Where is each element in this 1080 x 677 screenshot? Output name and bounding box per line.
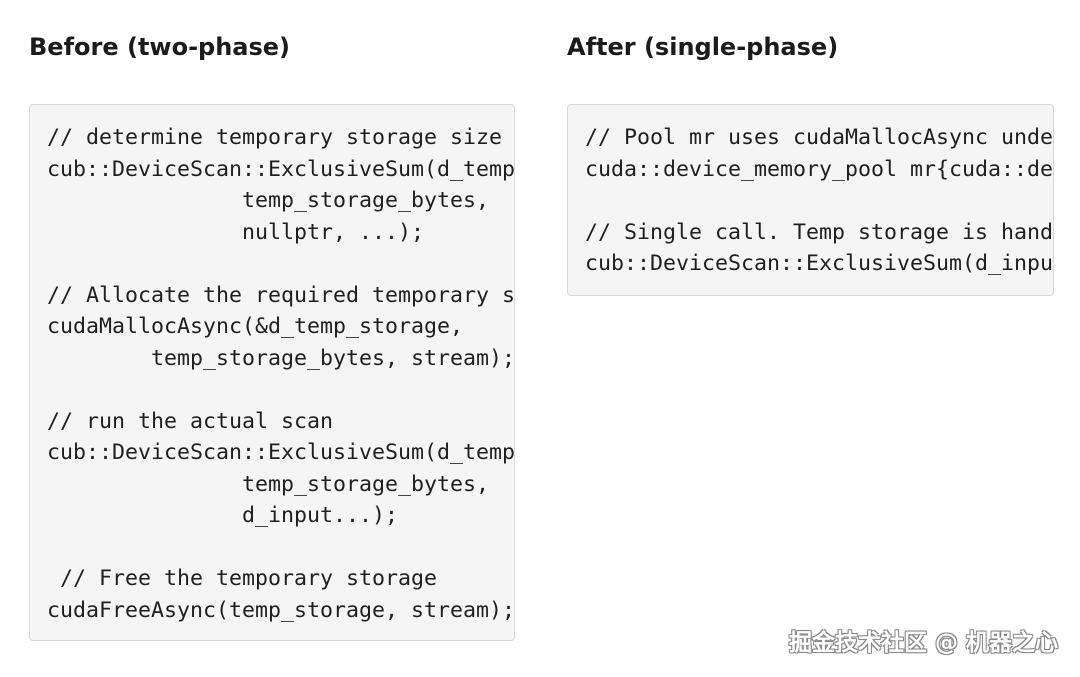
code-line: d_input...);: [47, 503, 399, 528]
after-code: // Pool mr uses cudaMallocAsync under th…: [568, 105, 1053, 280]
code-line: temp_storage_bytes,: [47, 471, 490, 497]
code-line: cudaMallocAsync(&d_temp_storage,: [47, 314, 464, 339]
code-line: // determine temporary storage size: [47, 125, 503, 150]
code-line: cuda::device_memory_pool mr{cuda::device…: [585, 156, 1054, 182]
code-line: cudaFreeAsync(temp_storage, stream);: [47, 597, 515, 623]
code-line: nullptr, ...);: [47, 219, 425, 245]
code-line: [47, 248, 514, 280]
code-line: cub::DeviceScan::ExclusiveSum(d_input, d…: [585, 251, 1054, 276]
code-line: cub::DeviceScan::ExclusiveSum(d_temp_sto…: [47, 440, 515, 465]
code-line: // Pool mr uses cudaMallocAsync under th…: [585, 125, 1054, 150]
code-line: // Single call. Temp storage is handled …: [585, 219, 1054, 245]
code-line: temp_storage_bytes, stream);: [47, 345, 515, 371]
code-line: temp_storage_bytes,: [47, 188, 490, 213]
code-line: cub::DeviceScan::ExclusiveSum(d_temp_sto…: [47, 156, 515, 182]
code-line: // Allocate the required temporary stora…: [47, 282, 515, 308]
code-line: [47, 374, 514, 406]
before-heading: Before (two-phase): [29, 33, 291, 61]
code-line: [47, 532, 514, 564]
code-line: [585, 185, 1053, 217]
code-line: // run the actual scan: [47, 408, 334, 434]
watermark: 掘金技术社区 @ 机器之心: [788, 630, 1058, 656]
code-line: // Free the temporary storage: [47, 566, 438, 591]
after-code-block: // Pool mr uses cudaMallocAsync under th…: [567, 104, 1054, 296]
after-heading: After (single-phase): [567, 33, 839, 61]
